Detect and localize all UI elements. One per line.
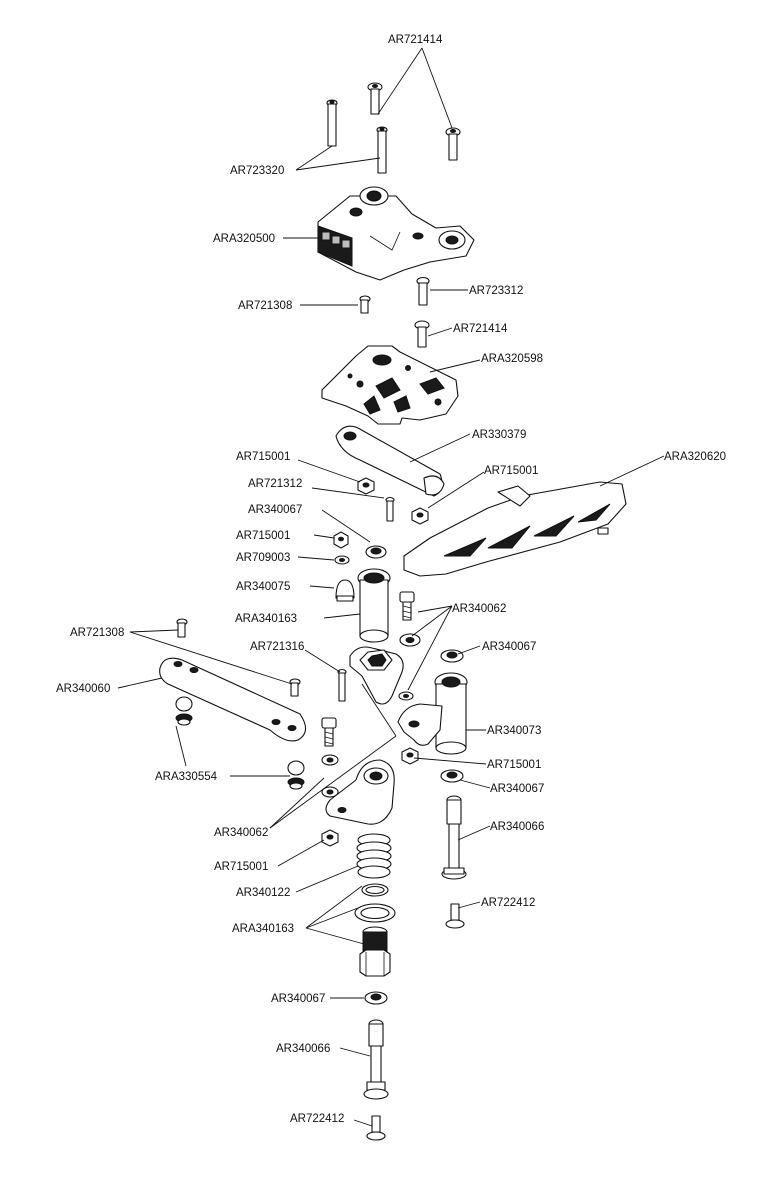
- washer-ar709003: [334, 555, 350, 565]
- screw-ar721414-top-center: [367, 82, 383, 115]
- nut-ar715001-c: [333, 531, 349, 549]
- label-ar715001-a: AR715001: [236, 451, 290, 463]
- label-ar723320: AR723320: [230, 165, 284, 177]
- nut-ar715001-d: [401, 747, 419, 765]
- label-ar340067-c: AR340067: [490, 783, 544, 795]
- screw-ar723320-left: [326, 99, 338, 147]
- crank-middle: [397, 703, 443, 746]
- label-ar721308-a: AR721308: [238, 300, 292, 312]
- washer-ring-b: [354, 903, 396, 923]
- label-ara340163-b: ARA340163: [232, 923, 294, 935]
- adjuster-ara340163-b: [359, 926, 391, 977]
- bushing-ar340067-b: [440, 649, 464, 663]
- label-ar715001-c: AR715001: [236, 530, 290, 542]
- pin-ar721316: [337, 668, 347, 702]
- ball-ar340075: [335, 579, 355, 602]
- label-ar340073: AR340073: [487, 725, 541, 737]
- screw-ar722412-a: [445, 903, 465, 929]
- label-ar722412-a: AR722412: [481, 897, 535, 909]
- screw-ar722412-b: [366, 1115, 386, 1141]
- washer-ar340062-a: [399, 633, 421, 647]
- label-ar715001-b: AR715001: [484, 465, 538, 477]
- washer-small-a: [398, 691, 414, 701]
- crank-upper: [349, 646, 404, 705]
- ball-ara330554-a: [175, 696, 193, 726]
- label-ar721316: AR721316: [250, 641, 304, 653]
- label-ar722412-b: AR722412: [290, 1113, 344, 1125]
- screw-ar721308-b: [176, 618, 188, 638]
- nut-ar715001-e: [321, 829, 339, 847]
- crank-lower: [325, 759, 395, 825]
- bushing-ar340067-d: [364, 991, 388, 1005]
- arm-ara320620: [403, 481, 627, 577]
- label-ara320500: ARA320500: [213, 233, 275, 245]
- link-ar340060: [159, 657, 307, 742]
- label-ara320620: ARA320620: [664, 451, 726, 463]
- label-ara330554: ARA330554: [155, 771, 218, 783]
- bulkhead-ara320500: [317, 186, 475, 281]
- label-ara340163-a: ARA340163: [235, 613, 297, 625]
- label-ar723312: AR723312: [469, 285, 523, 297]
- shaft-ar340066-a: [441, 795, 467, 880]
- label-ar721414-mid: AR721414: [453, 323, 508, 335]
- label-ar340067-b: AR340067: [482, 641, 536, 653]
- label-ar330379: AR330379: [472, 429, 526, 441]
- bushing-ar340067-c: [440, 769, 464, 783]
- spring-ar340122: [356, 833, 392, 879]
- screw-ar721414-top-right: [445, 127, 461, 161]
- label-ar340075: AR340075: [236, 581, 290, 593]
- screw-ar721308-a: [359, 295, 371, 314]
- washer-small-b: [321, 754, 339, 766]
- label-ar340062-b: AR340062: [214, 827, 268, 839]
- washer-ring-a: [361, 883, 389, 897]
- screw-ar723312: [416, 276, 430, 306]
- shaft-ar340066-b: [363, 1019, 389, 1100]
- screw-ar721414-mid: [414, 320, 430, 348]
- screw-ar723320-right: [376, 126, 388, 174]
- plate-ara320598: [321, 345, 459, 425]
- label-ar340062-a: AR340062: [452, 603, 506, 615]
- leader-lines: [117, 47, 665, 1127]
- label-ar340066-a: AR340066: [490, 821, 544, 833]
- washer-small-c: [321, 786, 339, 798]
- nut-ar715001-b: [411, 507, 429, 525]
- label-ar340067-a: AR340067: [248, 504, 302, 516]
- ball-ara330554-b: [287, 760, 305, 790]
- label-ara320598: ARA320598: [481, 353, 543, 365]
- label-ar721312: AR721312: [248, 478, 302, 490]
- screw-ar721308-c: [289, 678, 301, 697]
- label-ar715001-e: AR715001: [214, 861, 268, 873]
- arm-ar330379: [335, 425, 445, 497]
- bolt-ar340062-b: [321, 717, 337, 747]
- label-ar340060: AR340060: [56, 683, 110, 695]
- screw-ar721312: [385, 496, 395, 522]
- bushing-ar340067-a: [365, 545, 387, 559]
- tube-ara340163-a: [357, 568, 391, 643]
- label-ar340122: AR340122: [236, 887, 290, 899]
- label-ar709003: AR709003: [236, 552, 290, 564]
- nut-ar715001-a: [357, 477, 375, 495]
- label-ar715001-d: AR715001: [487, 759, 541, 771]
- label-ar340066-b: AR340066: [276, 1043, 330, 1055]
- label-ar721414-top: AR721414: [388, 34, 443, 46]
- label-ar340067-d: AR340067: [271, 993, 325, 1005]
- bolt-ar340062-a: [399, 591, 415, 621]
- label-ar721308-b: AR721308: [70, 627, 124, 639]
